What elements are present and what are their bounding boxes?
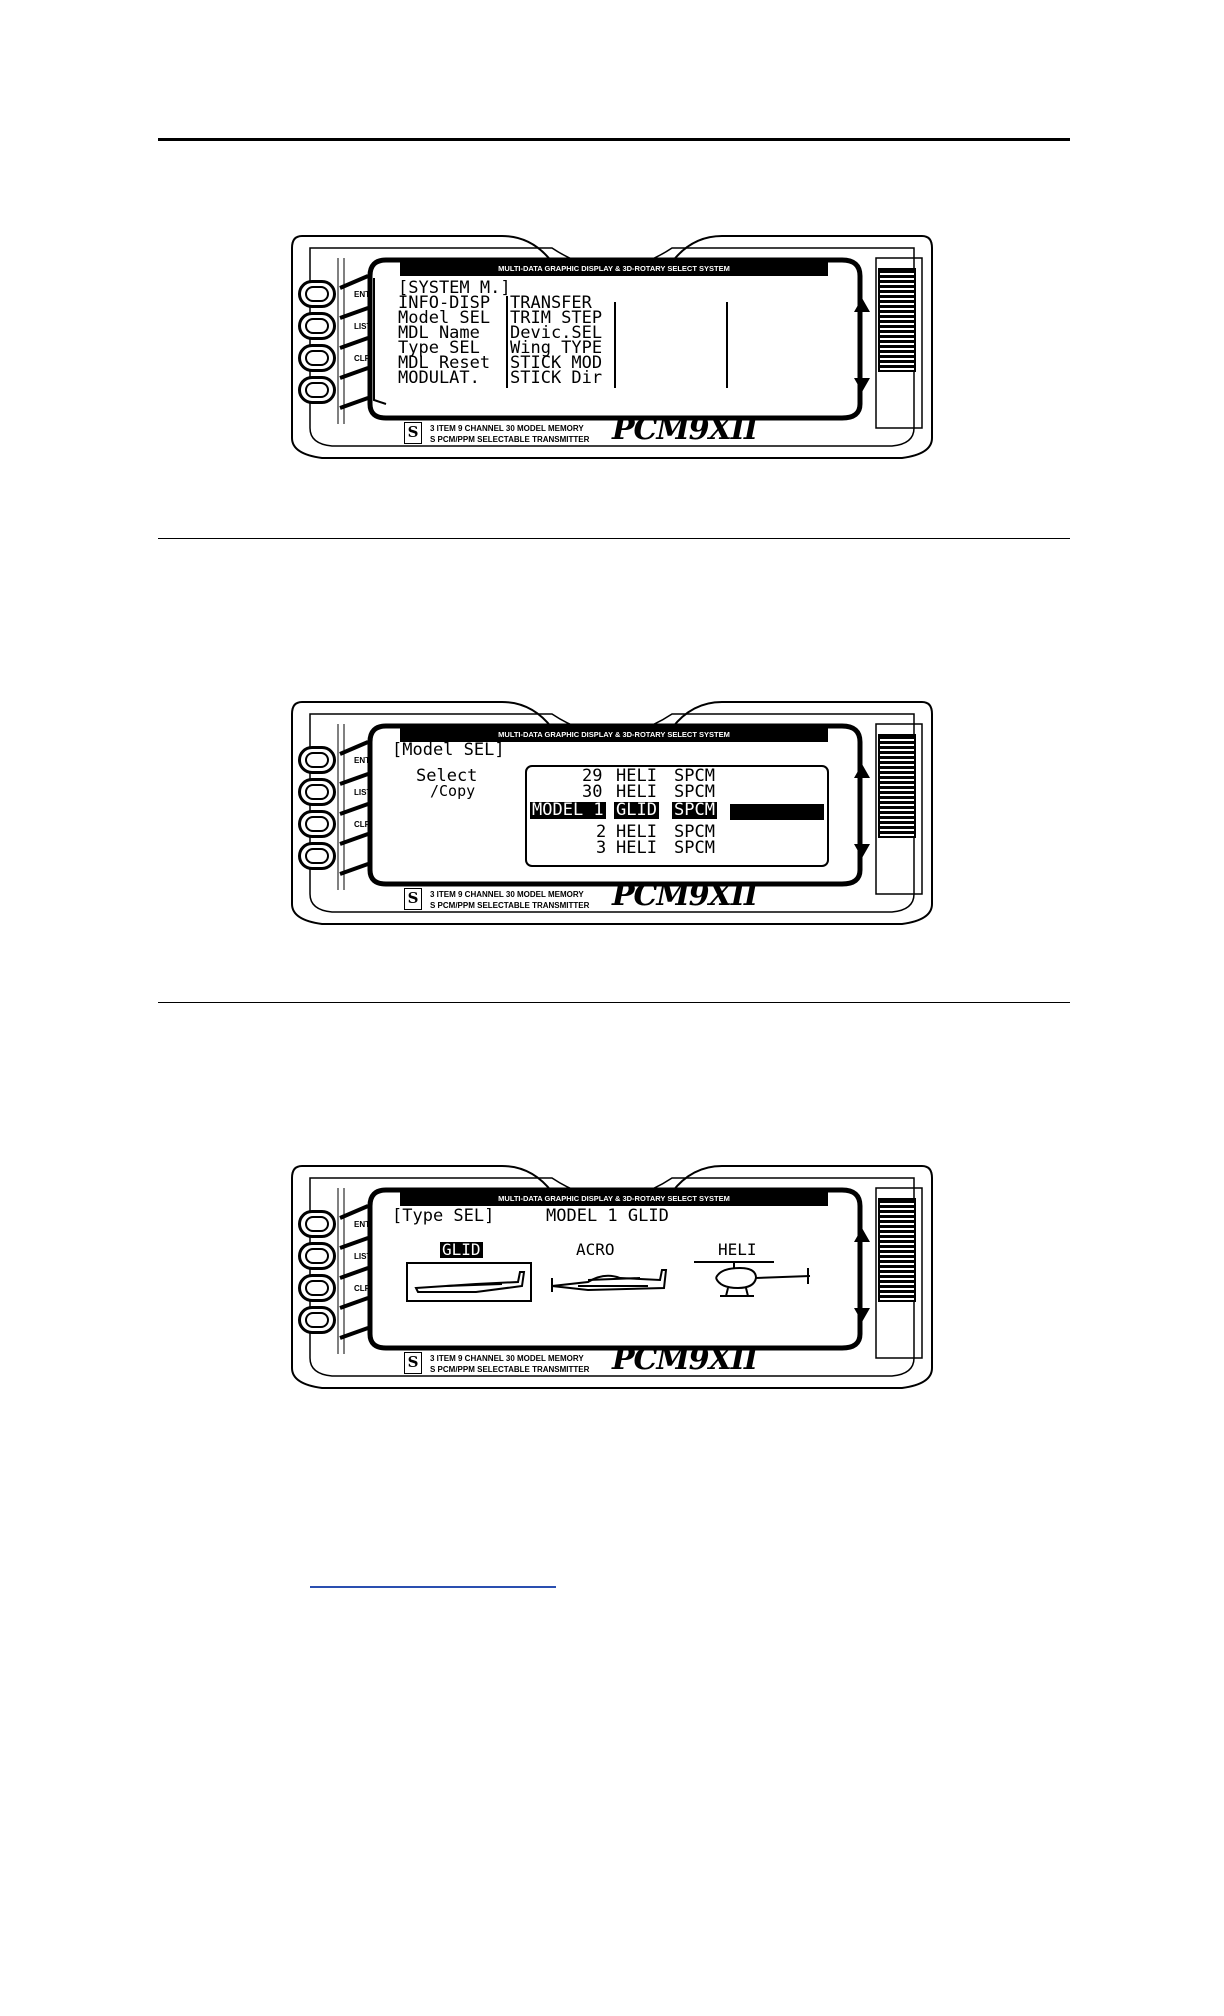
- pcm9x-logo: PCM9XII: [612, 1342, 758, 1377]
- transmitter-body-outline: [291, 1165, 933, 1389]
- hyperlink-underline[interactable]: [310, 1586, 556, 1588]
- button-1[interactable]: [298, 746, 336, 774]
- button-4[interactable]: [298, 376, 336, 404]
- selection-bar: [730, 804, 824, 820]
- menu-item-wing-type[interactable]: Wing TYPE: [510, 338, 603, 358]
- column-divider: [506, 296, 508, 388]
- transmitter-device-1: MULTI-DATA GRAPHIC DISPLAY & 3D-ROTARY S…: [282, 228, 942, 468]
- clr-label: CLR: [354, 1284, 371, 1293]
- helicopter-icon[interactable]: [690, 1256, 820, 1304]
- menu-item-stick-dir[interactable]: STICK Dir: [510, 368, 603, 388]
- model-row-3-mod[interactable]: SPCM: [674, 838, 715, 858]
- button-4[interactable]: [298, 1306, 336, 1334]
- model-row-3-type[interactable]: HELI: [616, 838, 657, 858]
- column-divider: [726, 302, 728, 388]
- menu-item-mdl-reset[interactable]: MDL Reset: [398, 353, 491, 373]
- button-2[interactable]: [298, 1242, 336, 1270]
- menu-item-stick-mod[interactable]: STICK MOD: [510, 353, 603, 373]
- menu-item-trim-step[interactable]: TRIM STEP: [510, 308, 603, 328]
- list-label: LIST: [354, 788, 372, 797]
- model-row-1-num-selected[interactable]: MODEL 1: [530, 800, 606, 820]
- button-1[interactable]: [298, 280, 336, 308]
- list-label: LIST: [354, 322, 372, 331]
- menu-item-info-disp[interactable]: INFO-DISP: [398, 293, 491, 313]
- system-menu-title: [SYSTEM M.]: [398, 278, 511, 298]
- button-3[interactable]: [298, 1274, 336, 1302]
- rotary-wheel[interactable]: [878, 1198, 916, 1302]
- glider-icon[interactable]: [406, 1262, 532, 1302]
- footer-line-2: S PCM/PPM SELECTABLE TRANSMITTER: [430, 901, 590, 910]
- button-2[interactable]: [298, 778, 336, 806]
- footer-line-1: 3 ITEM 9 CHANNEL 30 MODEL MEMORY: [430, 424, 584, 433]
- ent-label: ENT: [354, 756, 370, 765]
- separator-rule-1: [158, 538, 1070, 539]
- header-band: MULTI-DATA GRAPHIC DISPLAY & 3D-ROTARY S…: [400, 262, 828, 276]
- transmitter-device-2: MULTI-DATA GRAPHIC DISPLAY & 3D-ROTARY S…: [282, 694, 942, 934]
- clr-label: CLR: [354, 820, 371, 829]
- header-band: MULTI-DATA GRAPHIC DISPLAY & 3D-ROTARY S…: [400, 1192, 828, 1206]
- footer-line-1: 3 ITEM 9 CHANNEL 30 MODEL MEMORY: [430, 890, 584, 899]
- type-option-heli[interactable]: HELI: [718, 1240, 757, 1259]
- model-row-30-num[interactable]: 30: [582, 782, 603, 802]
- type-sel-title: [Type SEL]: [392, 1206, 495, 1226]
- model-row-30-type[interactable]: HELI: [616, 782, 657, 802]
- model-row-3-num[interactable]: 3: [596, 838, 607, 858]
- menu-item-model-sel[interactable]: Model SEL: [398, 308, 491, 328]
- s-logo: S: [404, 422, 422, 444]
- rotary-wheel[interactable]: [878, 734, 916, 838]
- model-row-29-mod[interactable]: SPCM: [674, 766, 715, 786]
- menu-item-mdl-name[interactable]: MDL Name: [398, 323, 480, 343]
- model-row-2-type[interactable]: HELI: [616, 822, 657, 842]
- ent-label: ENT: [354, 1220, 370, 1229]
- button-1[interactable]: [298, 1210, 336, 1238]
- footer-line-1: 3 ITEM 9 CHANNEL 30 MODEL MEMORY: [430, 1354, 584, 1363]
- clr-label: CLR: [354, 354, 371, 363]
- model-row-29-type[interactable]: HELI: [616, 766, 657, 786]
- button-3[interactable]: [298, 344, 336, 372]
- type-option-glid[interactable]: GLID: [440, 1240, 483, 1259]
- menu-item-type-sel[interactable]: Type SEL: [398, 338, 480, 358]
- model-row-2-num[interactable]: 2: [596, 822, 607, 842]
- button-3[interactable]: [298, 810, 336, 838]
- button-4[interactable]: [298, 842, 336, 870]
- transmitter-device-3: MULTI-DATA GRAPHIC DISPLAY & 3D-ROTARY S…: [282, 1158, 942, 1398]
- menu-item-modulat[interactable]: MODULAT.: [398, 368, 480, 388]
- header-band: MULTI-DATA GRAPHIC DISPLAY & 3D-ROTARY S…: [400, 728, 828, 742]
- rotary-wheel[interactable]: [878, 268, 916, 372]
- model-label: MODEL 1 GLID: [546, 1206, 669, 1226]
- separator-rule-2: [158, 1002, 1070, 1003]
- footer-line-2: S PCM/PPM SELECTABLE TRANSMITTER: [430, 435, 590, 444]
- model-sel-title: [Model SEL]: [392, 740, 505, 760]
- s-logo: S: [404, 888, 422, 910]
- copy-label: /Copy: [430, 782, 476, 800]
- column-divider: [614, 302, 616, 388]
- model-row-1-mod-selected[interactable]: SPCM: [672, 800, 717, 820]
- pcm9x-logo: PCM9XII: [612, 878, 758, 913]
- menu-item-devic-sel[interactable]: Devic.SEL: [510, 323, 603, 343]
- ent-label: ENT: [354, 290, 370, 299]
- footer-line-2: S PCM/PPM SELECTABLE TRANSMITTER: [430, 1365, 590, 1374]
- menu-item-transfer[interactable]: TRANSFER: [510, 293, 592, 313]
- select-label: Select: [416, 766, 478, 786]
- model-row-1-type-selected[interactable]: GLID: [614, 800, 659, 820]
- model-row-30-mod[interactable]: SPCM: [674, 782, 715, 802]
- button-2[interactable]: [298, 312, 336, 340]
- s-logo: S: [404, 1352, 422, 1374]
- acro-plane-icon[interactable]: [548, 1262, 668, 1298]
- type-option-acro[interactable]: ACRO: [576, 1240, 615, 1259]
- list-label: LIST: [354, 1252, 372, 1261]
- model-row-29-num[interactable]: 29: [582, 766, 603, 786]
- pcm9x-logo: PCM9XII: [612, 412, 758, 447]
- model-row-2-mod[interactable]: SPCM: [674, 822, 715, 842]
- top-rule: [158, 138, 1070, 141]
